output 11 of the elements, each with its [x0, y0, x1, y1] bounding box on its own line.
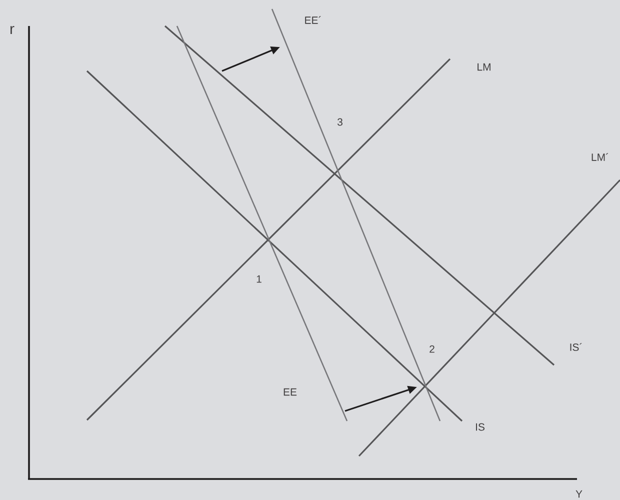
- curve-label: EE´: [305, 16, 321, 24]
- point-number: 1: [256, 275, 262, 283]
- point-number: 2: [430, 345, 434, 353]
- curve-label: IS´: [570, 343, 582, 351]
- axis-label: r: [10, 26, 14, 34]
- axis-label: Y: [576, 490, 582, 498]
- point-number: 3: [337, 118, 342, 126]
- curve-label: LM´: [592, 153, 608, 161]
- curve-label: EE: [284, 388, 297, 396]
- curve-label: LM: [478, 63, 490, 71]
- curve-label: IS: [476, 423, 484, 431]
